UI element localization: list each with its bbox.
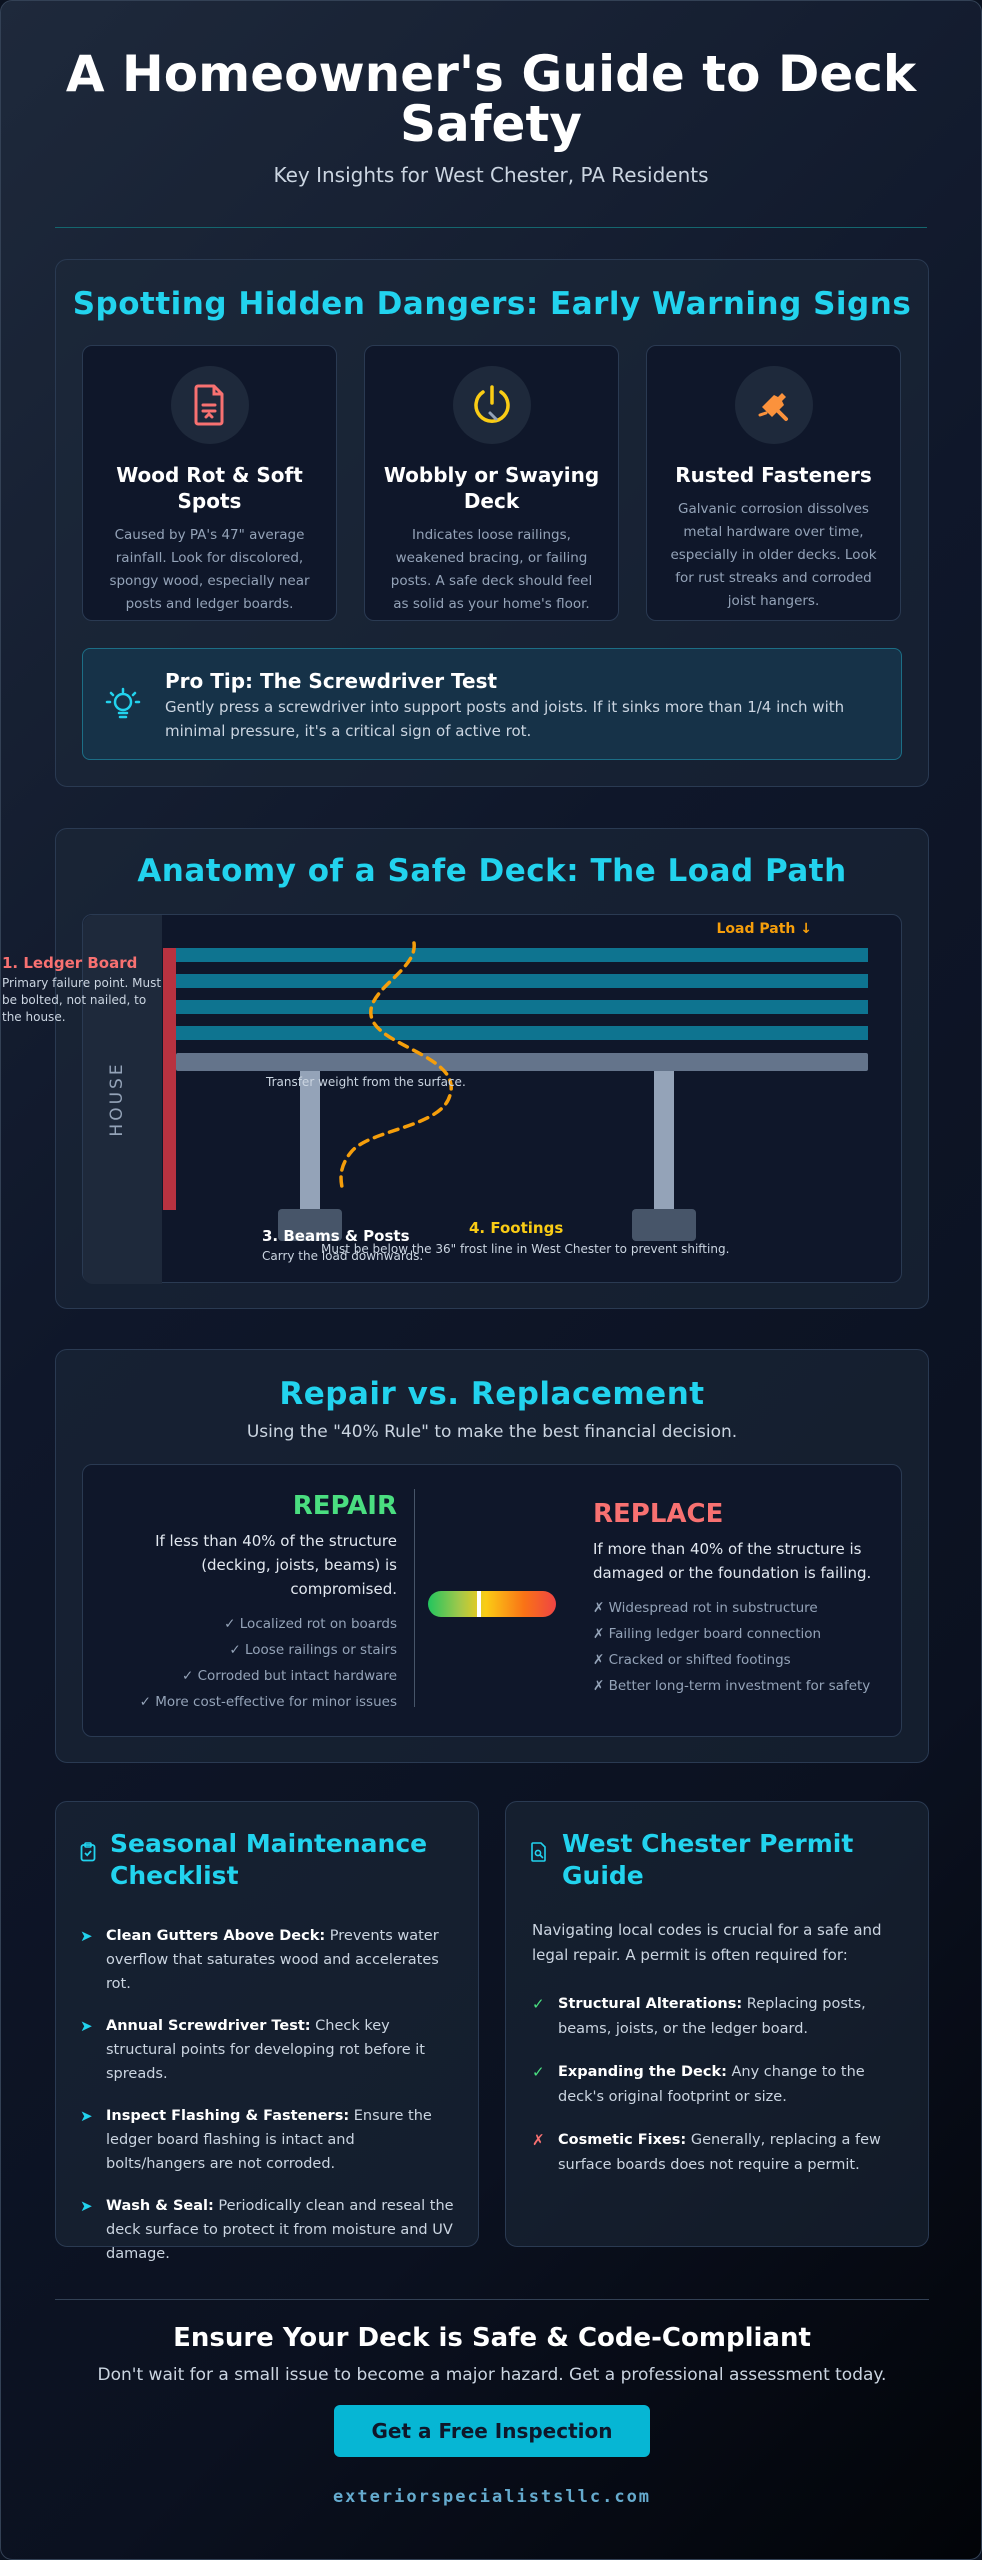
beams-text: Carry the load downwards.	[262, 1249, 423, 1263]
warning-card-text: Galvanic corrosion dissolves metal hardw…	[670, 501, 877, 609]
joist	[176, 948, 868, 962]
repair-item: ✓ Corroded but intact hardware	[181, 1668, 397, 1684]
joists-text: Transfer weight from the surface.	[265, 1075, 466, 1089]
section-title-anatomy: Anatomy of a Safe Deck: The Load Path	[137, 853, 847, 889]
permit-intro: Navigating local codes is crucial for a …	[532, 1921, 882, 1964]
post	[654, 1071, 674, 1229]
joist	[176, 1000, 868, 1014]
pro-tip-title: Pro Tip: The Screwdriver Test	[165, 669, 498, 693]
header: A Homeowner's Guide to Deck Safety Key I…	[1, 1, 981, 187]
warning-card-title: Wobbly or Swaying Deck	[383, 463, 600, 513]
section-title-warning-signs: Spotting Hidden Dangers: Early Warning S…	[72, 286, 912, 322]
warning-card-rusted-fasteners: Rusted Fasteners Galvanic corrosion diss…	[646, 345, 901, 621]
joist	[176, 1026, 868, 1040]
section-title-permit: West Chester Permit Guide	[562, 1829, 854, 1890]
repair-vs-replace-section: Repair vs. Replacement Using the "40% Ru…	[55, 1349, 929, 1763]
arrow-icon: ➤	[80, 2197, 93, 2215]
forty-percent-meter	[428, 1591, 556, 1617]
arrow-icon: ➤	[80, 2107, 93, 2125]
beam	[176, 1053, 868, 1071]
replace-item: ✗ Widespread rot in substructure	[593, 1600, 818, 1616]
checklist-item: ➤Inspect Flashing & Fasteners: Ensure th…	[80, 2104, 454, 2176]
load-path-line	[339, 941, 453, 1189]
lightbulb-icon	[105, 687, 141, 719]
section-title-repair: Repair vs. Replacement	[279, 1376, 705, 1412]
arrow-icon: ➤	[80, 1927, 93, 1945]
footer-title: Ensure Your Deck is Safe & Code-Complian…	[173, 2323, 811, 2353]
checklist-item: ➤Clean Gutters Above Deck: Prevents wate…	[80, 1924, 454, 1996]
permit-item: ✗Cosmetic Fixes: Generally, replacing a …	[532, 2128, 902, 2178]
section-subtitle-repair: Using the "40% Rule" to make the best fi…	[246, 1422, 738, 1442]
document-search-icon	[531, 1842, 546, 1862]
replace-title: REPLACE	[593, 1499, 724, 1529]
check-icon: ✓	[532, 2063, 545, 2081]
deck-diagram-svg: HOUSE Load Path ↓ 1. L	[2, 915, 868, 1284]
pro-tip-callout: Pro Tip: The Screwdriver Test Gently pre…	[82, 648, 902, 760]
threshold-marker	[477, 1591, 482, 1617]
power-wobble-icon	[473, 385, 510, 423]
warning-signs-section: Spotting Hidden Dangers: Early Warning S…	[55, 259, 929, 787]
footing	[632, 1209, 696, 1241]
permit-item: ✓Structural Alterations: Replacing posts…	[532, 1992, 902, 2042]
joist	[176, 974, 868, 988]
warning-card-title: Wood Rot & Soft Spots	[116, 463, 303, 513]
deck-anatomy-section: Anatomy of a Safe Deck: The Load Path HO…	[2, 828, 929, 1309]
warning-card-text: Indicates loose railings, weakened braci…	[390, 527, 593, 612]
ledger-text-line: the house.	[2, 1010, 66, 1024]
check-icon: ✓	[532, 1995, 545, 2013]
arrow-icon: ➤	[80, 2017, 93, 2035]
permit-guide-section: West Chester Permit Guide Navigating loc…	[505, 1801, 929, 2247]
post	[300, 1071, 320, 1229]
footer-divider	[55, 2299, 929, 2300]
replace-column: REPLACE If more than 40% of the structur…	[593, 1499, 883, 1699]
pro-tip-text: Gently press a screwdriver into support …	[165, 698, 845, 740]
ledger-board	[163, 948, 176, 1210]
free-inspection-button[interactable]: Get a Free Inspection	[334, 2405, 650, 2457]
footer: Ensure Your Deck is Safe & Code-Complian…	[1, 2323, 981, 2507]
column-divider	[414, 1489, 415, 1707]
repair-title: REPAIR	[292, 1491, 397, 1521]
repair-description: If less than 40% of the structure (decki…	[155, 1532, 397, 1598]
page-subtitle: Key Insights for West Chester, PA Reside…	[273, 163, 709, 187]
cross-icon: ✗	[532, 2131, 545, 2149]
house-wall	[83, 915, 162, 1284]
footing	[278, 1209, 342, 1241]
hammer-icon	[758, 393, 788, 421]
website-link[interactable]: exteriorspecialistsllc.com	[332, 2487, 652, 2507]
repair-item: ✓ Loose railings or stairs	[229, 1642, 397, 1658]
load-path-label: Load Path ↓	[717, 921, 812, 937]
footings-text: Must be below the 36" frost line in West…	[321, 1242, 729, 1256]
house-label: HOUSE	[107, 1061, 127, 1136]
checklist-item: ➤Wash & Seal: Periodically clean and res…	[80, 2194, 454, 2266]
beams-title: 3. Beams & Posts	[262, 1227, 410, 1245]
warning-card-wood-rot: Wood Rot & Soft Spots Caused by PA's 47"…	[82, 345, 337, 621]
replace-item: ✗ Failing ledger board connection	[593, 1626, 822, 1642]
repair-column: REPAIR If less than 40% of the structure…	[123, 1491, 397, 1715]
footings-title: 4. Footings	[469, 1219, 563, 1237]
ledger-text-line: be bolted, not nailed, to	[2, 993, 146, 1007]
warning-card-wobbly-deck: Wobbly or Swaying Deck Indicates loose r…	[364, 345, 619, 621]
ledger-text-line: Primary failure point. Must	[2, 976, 161, 990]
load-path-diagram: HOUSE Load Path ↓ 1. L	[2, 914, 902, 1284]
warning-card-title: Rusted Fasteners	[675, 463, 872, 487]
footer-text: Don't wait for a small issue to become a…	[97, 2365, 887, 2385]
document-rot-icon	[194, 384, 223, 426]
replace-item: ✗ Cracked or shifted footings	[593, 1652, 791, 1668]
ledger-title: 1. Ledger Board	[2, 954, 137, 972]
section-title-checklist: Seasonal Maintenance Checklist	[110, 1829, 428, 1890]
repair-replace-comparison: REPAIR If less than 40% of the structure…	[82, 1464, 902, 1737]
checklist-item: ➤Annual Screwdriver Test: Check key stru…	[80, 2014, 454, 2086]
replace-item: ✗ Better long-term investment for safety	[593, 1678, 871, 1694]
maintenance-checklist-section: Seasonal Maintenance Checklist ➤Clean Gu…	[55, 1801, 479, 2262]
permit-item: ✓Expanding the Deck: Any change to the d…	[532, 2060, 902, 2110]
header-divider	[55, 227, 927, 228]
page-title: A Homeowner's Guide to Deck Safety	[65, 45, 917, 153]
repair-item: ✓ Localized rot on boards	[224, 1616, 397, 1632]
replace-description: If more than 40% of the structure is dam…	[593, 1540, 872, 1582]
clipboard-check-icon	[80, 1842, 96, 1862]
repair-item: ✓ More cost-effective for minor issues	[139, 1694, 397, 1710]
warning-card-text: Caused by PA's 47" average rainfall. Loo…	[109, 527, 310, 612]
